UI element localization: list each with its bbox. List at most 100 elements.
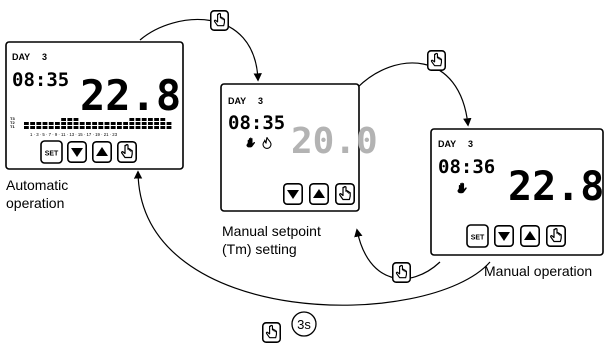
arrow-manual-to-setpoint [354,228,441,280]
up-arrow-button[interactable] [92,141,112,163]
caption-automatic-line2: operation [6,195,64,211]
bar-segment [30,122,35,125]
bar-segment [55,126,60,129]
bar-segment [135,118,141,121]
bar-segment [24,122,29,125]
screen-manual-operation: DAY 3 08:36 22.8 SET [430,128,604,256]
bar-segment [160,118,166,121]
bar-segment [166,122,172,125]
bar-segment [98,126,104,129]
button-row: SET [40,140,137,164]
day-label: DAY [438,139,456,149]
bar-segment [55,122,60,125]
bar-segment [166,126,172,129]
bar-segment [148,126,153,129]
bar-segment [79,122,85,125]
bar-segment [92,122,97,125]
setpoint-readout: 20.0 [291,121,378,162]
up-arrow-button[interactable] [309,183,329,205]
bar-segment [123,126,128,129]
bar-segment [117,122,122,125]
bar-segment [135,126,141,129]
arrow-manual-to-auto-hold [133,170,491,306]
svg-text:SET: SET [45,151,59,158]
bar-segment [86,126,91,129]
hand-press-icon[interactable] [427,50,446,71]
down-arrow-button[interactable] [283,183,303,205]
bar-segment [129,122,135,125]
caption-manual-operation: Manual operation [484,263,592,279]
down-arrow-button[interactable] [67,141,87,163]
bar-segment [104,122,110,125]
bar-segment [141,126,147,129]
screen-automatic: DAY 3 08:35 22.8 T3 T2 T1 1 · 3 · 5 · 7 … [5,41,184,170]
bar-segment [98,122,104,125]
day-number: 3 [468,139,473,149]
set-button[interactable]: SET [466,224,489,248]
bar-segment [154,126,159,129]
display-frame [220,83,360,212]
bar-segment [61,126,66,129]
day-label: DAY [228,96,246,106]
level-label: T1 [10,124,15,129]
arrow-setpoint-to-manual [356,62,472,127]
bar-segment [160,122,166,125]
bar-segment [117,126,122,129]
svg-text:SET: SET [471,235,485,242]
program-bar-graph: T3 T2 T1 1 · 3 · 5 · 7 · 9 · 11 · 13 · 1… [10,116,172,137]
hand-press-button[interactable] [117,141,137,163]
caption-setpoint-line1: Manual setpoint [222,223,321,239]
bar-segment [154,118,159,121]
bar-segment [92,126,97,129]
bar-segment [42,122,48,125]
clock-time: 08:35 [12,69,69,91]
temperature-readout: 22.8 [508,164,604,210]
display-frame [5,41,184,170]
bar-segment [160,126,166,129]
bar-segment [110,126,116,129]
hand-press-icon[interactable] [210,10,229,31]
hand-press-icon[interactable] [262,322,281,343]
bar-segment [129,126,135,129]
hour-ticks: 1 · 3 · 5 · 7 · 9 · 11 · 13 · 15 · 17 · … [30,132,118,137]
clock-time: 08:35 [228,112,285,134]
day-number: 3 [258,96,263,106]
clock-time: 08:36 [438,156,495,178]
bar-segment [67,118,73,121]
down-arrow-button[interactable] [494,225,514,247]
hand-press-button[interactable] [335,183,355,205]
bar-segment [73,118,79,121]
bar-segment [148,118,153,121]
set-button[interactable]: SET [40,140,63,164]
bar-segment [104,126,110,129]
bar-segment [79,126,85,129]
day-number: 3 [42,52,47,62]
level-label: T3 [10,116,15,121]
bar-segment [67,126,73,129]
screen-manual-setpoint: DAY 3 08:35 20.0 [220,83,378,212]
bar-segment [48,122,54,125]
bar-segment [61,118,66,121]
display-frame [430,128,604,256]
up-arrow-button[interactable] [520,225,540,247]
caption-setpoint-line2: (Tm) setting [222,241,297,257]
temperature-readout: 22.8 [80,71,181,120]
bar-segment [135,122,141,125]
bar-segment [36,126,42,129]
hand-press-button[interactable] [546,225,566,247]
hand-press-icon[interactable] [392,262,411,283]
caption-automatic-line1: Automatic [6,177,68,193]
bar-segment [148,122,153,125]
bar-segment [48,126,54,129]
bar-segment [129,118,135,121]
bar-segment [73,126,79,129]
hold-duration-badge: 3s [291,311,317,337]
bar-segment [61,122,66,125]
bar-segment [110,122,116,125]
bar-segment [141,122,147,125]
bar-segment [24,126,29,129]
bar-segment [73,122,79,125]
bar-segment [154,122,159,125]
level-label: T2 [10,120,15,125]
